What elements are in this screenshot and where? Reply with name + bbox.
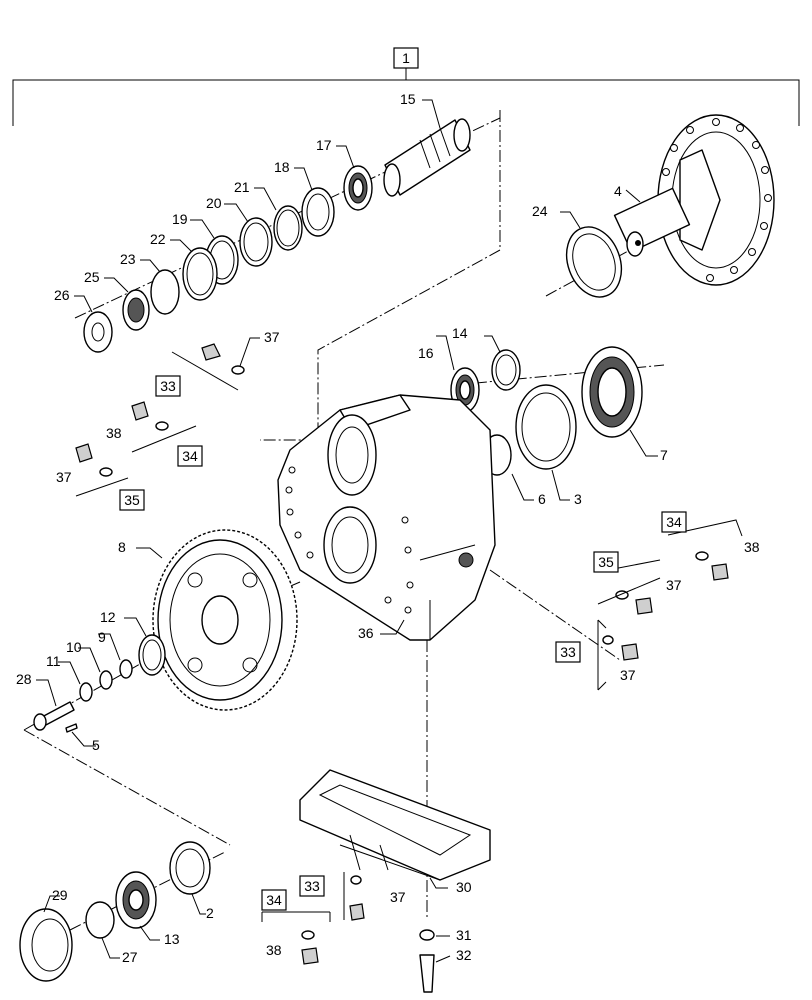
callout-18: 18 [274, 159, 290, 175]
transmission-housing [277, 394, 496, 641]
callout-13: 13 [164, 931, 180, 947]
callout-31: 31 [456, 927, 472, 943]
callout-labels: 15 17 18 21 20 19 22 23 25 26 24 4 16 14… [16, 91, 760, 965]
kit-34-c: 34 [266, 892, 282, 908]
callout-37-b: 37 [56, 469, 72, 485]
callout-23: 23 [120, 251, 136, 267]
bolt-28 [33, 701, 75, 731]
plug-group-upper-left [75, 343, 245, 497]
kit-callouts: 33 34 35 34 35 33 33 34 [119, 375, 687, 911]
bearing-13 [115, 871, 157, 929]
leader-lines [36, 99, 658, 963]
callout-37-e: 37 [390, 889, 406, 905]
callout-11: 11 [46, 653, 61, 669]
callout-22: 22 [150, 231, 166, 247]
callout-24: 24 [532, 203, 548, 219]
callout-21: 21 [234, 179, 250, 195]
callout-5: 5 [92, 737, 100, 753]
cover-29 [19, 908, 73, 982]
callout-2: 2 [206, 905, 214, 921]
callout-7: 7 [660, 447, 668, 463]
kit-35-b: 35 [598, 554, 614, 570]
callout-3: 3 [574, 491, 582, 507]
output-flange [613, 114, 775, 286]
pin-5 [65, 723, 78, 733]
callout-14: 14 [452, 325, 468, 341]
oil-pan-30 [299, 769, 491, 881]
callout-17: 17 [316, 137, 332, 153]
ring-21 [273, 205, 303, 251]
washer-9 [119, 659, 133, 679]
callout-9: 9 [98, 629, 106, 645]
bearing-7 [581, 346, 643, 438]
kit-33-b: 33 [560, 644, 576, 660]
callout-8: 8 [118, 539, 126, 555]
cap-27 [85, 901, 115, 939]
callout-27: 27 [122, 949, 138, 965]
callout-10: 10 [66, 639, 82, 655]
callout-37-c: 37 [666, 577, 682, 593]
callout-28: 28 [16, 671, 32, 687]
callout-38-a: 38 [106, 425, 122, 441]
kit-34-b: 34 [666, 514, 682, 530]
plug-group-bottom [261, 872, 365, 965]
seal-24 [565, 226, 623, 298]
kit-33-c: 33 [304, 878, 320, 894]
assembly-callout: 1 [402, 50, 410, 66]
bolt-32 [419, 954, 435, 993]
washer-26 [83, 311, 113, 353]
kit-33-a: 33 [160, 378, 176, 394]
cup-3 [515, 384, 577, 470]
plug-group-right [597, 519, 743, 691]
callout-36: 36 [358, 625, 374, 641]
kit-34-a: 34 [182, 448, 198, 464]
callout-19: 19 [172, 211, 188, 227]
callout-25: 25 [84, 269, 100, 285]
callout-32: 32 [456, 947, 472, 963]
callout-15: 15 [400, 91, 416, 107]
callout-37-a: 37 [264, 329, 280, 345]
callout-16: 16 [418, 345, 434, 361]
callout-12: 12 [100, 609, 116, 625]
callout-37-d: 37 [620, 667, 636, 683]
washer-31 [419, 929, 435, 941]
callout-38-c: 38 [266, 942, 282, 958]
washer-11 [79, 682, 93, 702]
callout-29: 29 [52, 887, 68, 903]
callout-4: 4 [614, 183, 622, 199]
callout-20: 20 [206, 195, 222, 211]
input-shaft [383, 118, 471, 197]
snap-ring-23 [150, 269, 180, 315]
callout-30: 30 [456, 879, 472, 895]
ring-22 [182, 247, 218, 301]
callout-26: 26 [54, 287, 70, 303]
ring-20 [239, 217, 273, 267]
kit-35-a: 35 [124, 492, 140, 508]
bearing-17 [343, 165, 373, 211]
callout-6: 6 [538, 491, 546, 507]
assembly-bracket: 1 [12, 47, 800, 126]
gear-8 [152, 529, 298, 711]
washer-10 [99, 670, 113, 690]
callout-38-b: 38 [744, 539, 760, 555]
